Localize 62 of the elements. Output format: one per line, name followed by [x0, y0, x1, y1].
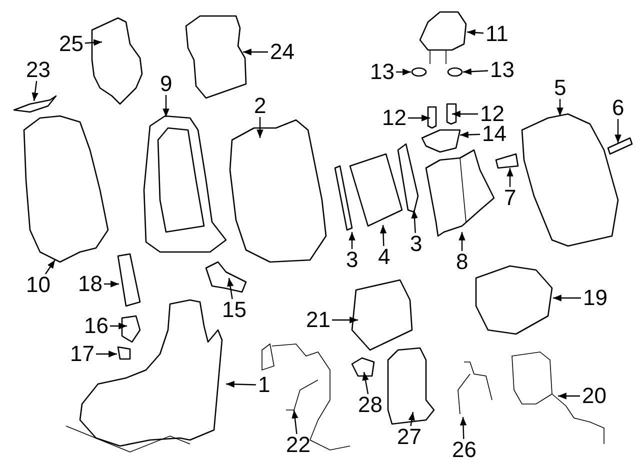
- callout-number: 21: [306, 310, 330, 330]
- callout-number: 24: [270, 42, 294, 62]
- callout-number: 18: [78, 274, 102, 294]
- callout-number: 15: [222, 300, 246, 320]
- callout-number: 1: [258, 375, 270, 395]
- callout-number: 6: [612, 98, 624, 118]
- leader-line: [553, 294, 581, 302]
- leader-line: [380, 224, 387, 246]
- leader-line: [44, 260, 56, 274]
- callout-number: 12: [480, 104, 504, 124]
- leader-line: [110, 322, 127, 330]
- callout-number: 23: [26, 60, 50, 80]
- callout-number: 13: [370, 62, 394, 82]
- callout-number: 26: [452, 440, 476, 460]
- leader-line: [226, 278, 234, 300]
- callout-number: 8: [456, 252, 468, 272]
- callout-number: 9: [160, 74, 172, 94]
- leader-line: [558, 392, 580, 400]
- callout-number: 16: [84, 316, 108, 336]
- leader-line: [462, 68, 488, 75]
- callout-number: 17: [70, 344, 94, 364]
- leader-line: [226, 380, 256, 388]
- callout-number: 13: [490, 60, 514, 80]
- callout-number: 25: [59, 34, 84, 54]
- callout-number: 7: [504, 188, 516, 208]
- callout-number: 10: [26, 275, 50, 295]
- leader-line: [396, 68, 411, 76]
- leader-line: [96, 350, 117, 358]
- callout-number: 4: [378, 247, 390, 267]
- leader-line: [348, 232, 356, 249]
- leader-line: [460, 416, 467, 440]
- callout-number: 5: [554, 78, 566, 98]
- leader-line: [458, 232, 466, 251]
- leader-line: [32, 80, 38, 102]
- callout-number: 19: [583, 288, 608, 308]
- callout-number: 3: [346, 250, 358, 270]
- leader-line: [292, 410, 298, 434]
- callout-number: 22: [286, 435, 310, 455]
- callout-number: 2: [254, 96, 266, 116]
- leader-line: [460, 131, 480, 138]
- leader-line: [84, 39, 102, 46]
- leader-line: [556, 99, 564, 116]
- leader-line: [408, 114, 430, 122]
- leader-line: [162, 95, 170, 117]
- callout-number: 12: [382, 108, 406, 128]
- callout-number: 28: [358, 395, 382, 415]
- leader-line: [243, 48, 268, 56]
- leader-line: [452, 110, 478, 118]
- leader-line: [466, 29, 484, 36]
- leader-line: [332, 316, 358, 324]
- leader-line: [104, 280, 119, 288]
- leader-line: [506, 168, 514, 187]
- callout-number: 27: [397, 427, 422, 447]
- leader-line: [614, 119, 622, 143]
- callout-number: 3: [410, 234, 422, 254]
- leader-line: [408, 412, 415, 426]
- callout-number: 11: [486, 24, 508, 44]
- leader-line: [411, 210, 418, 234]
- callout-number: 20: [582, 386, 606, 406]
- callout-number: 14: [482, 124, 506, 144]
- leader-line: [362, 372, 369, 394]
- leader-line: [256, 117, 264, 138]
